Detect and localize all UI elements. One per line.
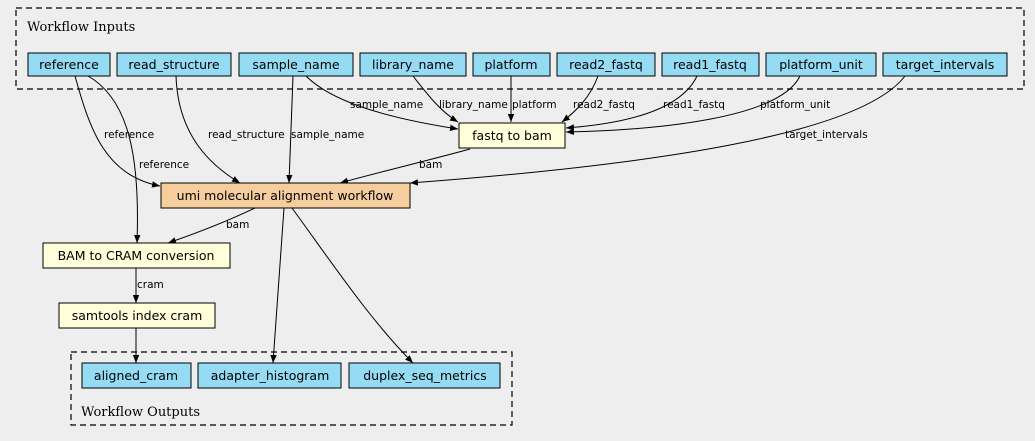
node-platform[interactable]: platform	[472, 52, 551, 77]
edge-label-bam-umi: bam	[226, 219, 249, 231]
edge-fastq-to-bam-to-umi-workflow: bam	[339, 148, 471, 184]
edge-reference-to-bam-to-cram: reference	[87, 75, 189, 244]
edge-read2-fastq-to-fastq-to-bam: read2_fastq	[561, 75, 635, 123]
node-adapter-histogram[interactable]: adapter_histogram	[197, 362, 342, 389]
workflow-inputs-label: Workflow Inputs	[27, 20, 135, 35]
node-platform-label: platform	[484, 57, 537, 72]
node-target-intervals-label: target_intervals	[896, 57, 994, 72]
node-adapter-histogram-label: adapter_histogram	[211, 368, 330, 383]
node-umi-workflow[interactable]: umi molecular alignment workflow	[160, 182, 411, 209]
edge-label-read1-fastq: read1_fastq	[663, 99, 725, 111]
input-nodes: reference read_structure sample_name lib…	[27, 52, 1008, 77]
edge-label-sample-name: sample_name	[350, 99, 423, 111]
node-read1-fastq[interactable]: read1_fastq	[661, 52, 760, 77]
edge-library-name-to-fastq-to-bam: library_name	[412, 75, 508, 123]
node-aligned-cram-label: aligned_cram	[94, 368, 178, 383]
edge-label-library-name: library_name	[439, 99, 508, 111]
edge-read-structure-to-umi-workflow: read_structure	[175, 75, 285, 184]
workflow-outputs-cluster: Workflow Outputs	[70, 351, 513, 426]
node-reference-label: reference	[39, 57, 99, 72]
edge-platform-unit-to-fastq-to-bam: platform_unit	[565, 75, 830, 136]
edge-umi-workflow-to-duplex-seq-metrics	[291, 207, 414, 364]
edge-label-target-intervals: target_intervals	[785, 129, 868, 141]
edge-label-reference-cram: reference	[139, 159, 189, 171]
node-read1-fastq-label: read1_fastq	[673, 57, 747, 72]
edge-label-cram: cram	[137, 279, 164, 291]
edge-read1-fastq-to-fastq-to-bam: read1_fastq	[565, 75, 725, 131]
node-read2-fastq-label: read2_fastq	[569, 57, 643, 72]
workflow-outputs-label: Workflow Outputs	[81, 405, 200, 420]
node-aligned-cram[interactable]: aligned_cram	[81, 362, 192, 389]
step-nodes: fastq to bam umi molecular alignment wor…	[42, 122, 566, 329]
edge-sample-name-to-fastq-to-bam: sample_name	[305, 75, 459, 131]
edge-umi-workflow-to-adapter-histogram	[270, 207, 285, 364]
edge-umi-workflow-to-bam-to-cram: bam	[167, 207, 256, 244]
workflow-inputs-cluster: Workflow Inputs	[15, 7, 1025, 90]
edges: sample_name library_name platform read2_…	[74, 75, 906, 364]
node-read-structure[interactable]: read_structure	[116, 52, 232, 77]
edge-sample-name-to-umi-workflow: sample_name	[286, 75, 364, 184]
node-target-intervals[interactable]: target_intervals	[882, 52, 1008, 77]
node-bam-to-cram-label: BAM to CRAM conversion	[58, 248, 215, 263]
edge-label-bam-fastq: bam	[419, 159, 442, 171]
node-library-name[interactable]: library_name	[359, 52, 467, 77]
node-duplex-seq-metrics-label: duplex_seq_metrics	[363, 368, 487, 383]
node-samtools-index[interactable]: samtools index cram	[58, 302, 216, 329]
node-platform-unit-label: platform_unit	[779, 57, 863, 72]
edge-target-intervals-to-umi-workflow: target_intervals	[409, 75, 906, 186]
node-umi-workflow-label: umi molecular alignment workflow	[177, 188, 394, 203]
node-duplex-seq-metrics[interactable]: duplex_seq_metrics	[348, 362, 501, 389]
node-sample-name-label: sample_name	[252, 57, 339, 72]
edge-label-sample-name-umi: sample_name	[291, 129, 364, 141]
node-library-name-label: library_name	[372, 57, 454, 72]
node-samtools-index-label: samtools index cram	[72, 308, 203, 323]
node-reference[interactable]: reference	[27, 52, 111, 77]
node-bam-to-cram[interactable]: BAM to CRAM conversion	[42, 242, 231, 269]
node-fastq-to-bam[interactable]: fastq to bam	[458, 122, 566, 149]
node-read-structure-label: read_structure	[128, 57, 219, 72]
output-nodes: aligned_cram adapter_histogram duplex_se…	[81, 362, 501, 389]
node-platform-unit[interactable]: platform_unit	[765, 52, 877, 77]
node-read2-fastq[interactable]: read2_fastq	[556, 52, 656, 77]
node-fastq-to-bam-label: fastq to bam	[472, 128, 552, 143]
edge-label-read2-fastq: read2_fastq	[573, 99, 635, 111]
node-sample-name[interactable]: sample_name	[238, 52, 354, 77]
edge-platform-to-fastq-to-bam: platform	[507, 76, 557, 122]
edge-bam-to-cram-to-samtools-index: cram	[132, 268, 164, 303]
edge-label-read-structure: read_structure	[208, 129, 285, 141]
edge-label-platform-unit: platform_unit	[760, 99, 830, 111]
edge-label-platform: platform	[512, 99, 557, 111]
